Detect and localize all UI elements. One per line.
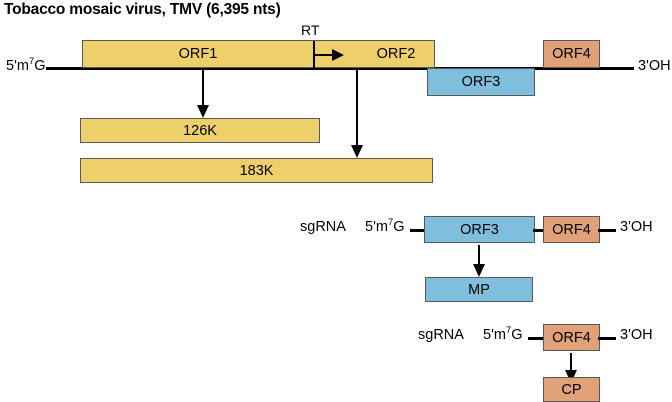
product-box-cp-label: CP bbox=[561, 381, 582, 398]
genomic-five-prime-prefix: 5'm bbox=[6, 58, 29, 74]
sgrna-1-five-prime-sup: 7 bbox=[387, 217, 394, 229]
orf-box-orf4-label: ORF4 bbox=[552, 46, 591, 62]
product-box-183k: 183K bbox=[80, 158, 433, 183]
sgrna-1-line-middle bbox=[533, 229, 545, 232]
sgrna-1-three-prime-label: 3'OH bbox=[620, 219, 653, 235]
sgrna-1-line-left bbox=[410, 229, 428, 232]
sgrna-2-orf-box-orf4: ORF4 bbox=[543, 324, 600, 351]
sgrna-1-label: sgRNA bbox=[300, 219, 346, 235]
orf-box-orf2-label: ORF2 bbox=[376, 46, 416, 62]
sgrna-2-line-left bbox=[528, 337, 546, 340]
sgrna-1-orf-box-orf4-label: ORF4 bbox=[552, 221, 591, 238]
genomic-five-prime-label: 5'm7G bbox=[6, 56, 46, 74]
orf-box-orf4: ORF4 bbox=[543, 40, 600, 68]
orf-box-orf1: ORF1 bbox=[82, 40, 314, 68]
sgrna-1-five-prime-label: 5'm7G bbox=[365, 217, 405, 235]
translation-arrow-183k bbox=[350, 68, 364, 158]
sgrna-1-orf-box-orf4: ORF4 bbox=[543, 216, 600, 243]
product-box-183k-label: 183K bbox=[239, 162, 274, 179]
sgrna-2-label: sgRNA bbox=[418, 327, 464, 343]
sgrna-2-five-prime-label: 5'm7G bbox=[483, 325, 523, 343]
genomic-five-prime-suffix: G bbox=[34, 58, 46, 74]
sgrna-1-line-right bbox=[598, 229, 616, 232]
sgrna-1-orf-box-orf3-label: ORF3 bbox=[460, 221, 499, 238]
genomic-rna-backbone bbox=[46, 67, 634, 70]
sgrna-2-three-prime-label: 3'OH bbox=[620, 327, 653, 343]
sgrna-2-five-prime-prefix: 5'm bbox=[483, 327, 506, 343]
translation-arrow-mp bbox=[472, 245, 486, 277]
orf-box-orf3-label: ORF3 bbox=[461, 74, 501, 90]
orf-box-orf3: ORF3 bbox=[427, 68, 535, 96]
genomic-five-prime-sup: 7 bbox=[28, 56, 35, 68]
product-box-mp-label: MP bbox=[468, 281, 490, 298]
product-box-126k-label: 126K bbox=[183, 122, 217, 139]
sgrna-2-five-prime-suffix: G bbox=[511, 327, 523, 343]
product-box-mp: MP bbox=[425, 277, 533, 302]
orf-box-orf1-label: ORF1 bbox=[178, 46, 218, 62]
genomic-three-prime-label: 3'OH bbox=[638, 58, 671, 74]
product-box-cp: CP bbox=[543, 377, 600, 402]
readthrough-arrow-icon bbox=[315, 48, 344, 61]
sgrna-1-five-prime-suffix: G bbox=[393, 219, 405, 235]
readthrough-tick-icon bbox=[313, 41, 315, 68]
sgrna-2-five-prime-sup: 7 bbox=[505, 325, 512, 337]
figure-title: Tobacco mosaic virus, TMV (6,395 nts) bbox=[4, 1, 281, 18]
sgrna-1-five-prime-prefix: 5'm bbox=[365, 219, 388, 235]
readthrough-label: RT bbox=[301, 22, 320, 38]
translation-arrow-126k bbox=[196, 68, 210, 118]
product-box-126k: 126K bbox=[80, 118, 320, 143]
sgrna-2-orf-box-orf4-label: ORF4 bbox=[552, 329, 591, 346]
sgrna-1-orf-box-orf3: ORF3 bbox=[424, 216, 535, 243]
sgrna-2-line-right bbox=[598, 337, 616, 340]
